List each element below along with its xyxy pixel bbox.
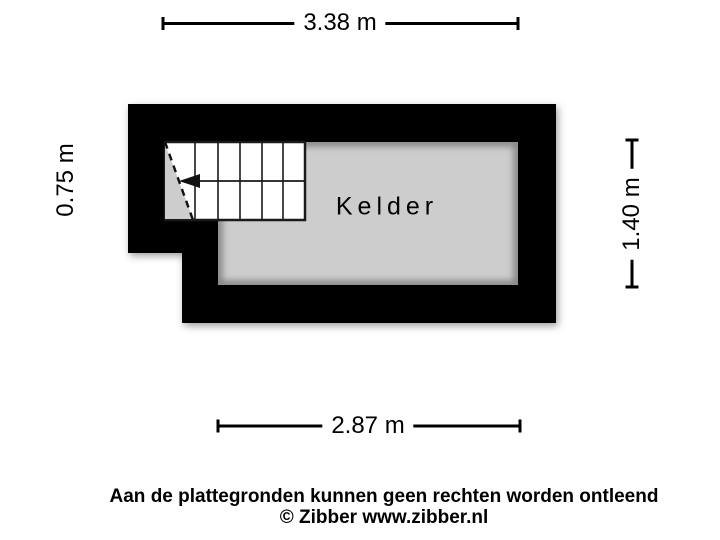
copyright-text: © Zibber www.zibber.nl [279, 507, 489, 528]
dimension-label-right: 1.40 m [616, 168, 648, 260]
dimension-label-bottom: 2.87 m [322, 410, 414, 442]
footer: Aan de plattegronden kunnen geen rechten… [48, 486, 720, 528]
disclaimer-text: Aan de plattegronden kunnen geen rechten… [109, 486, 659, 507]
stair-direction-arrow-icon [179, 174, 200, 188]
dimension-label-left: 0.75 m [50, 134, 82, 226]
room-label: Kelder [335, 192, 439, 221]
dimension-label-top: 3.38 m [294, 6, 386, 39]
stair-cut-dashed-line [163, 141, 195, 221]
staircase [163, 140, 307, 222]
